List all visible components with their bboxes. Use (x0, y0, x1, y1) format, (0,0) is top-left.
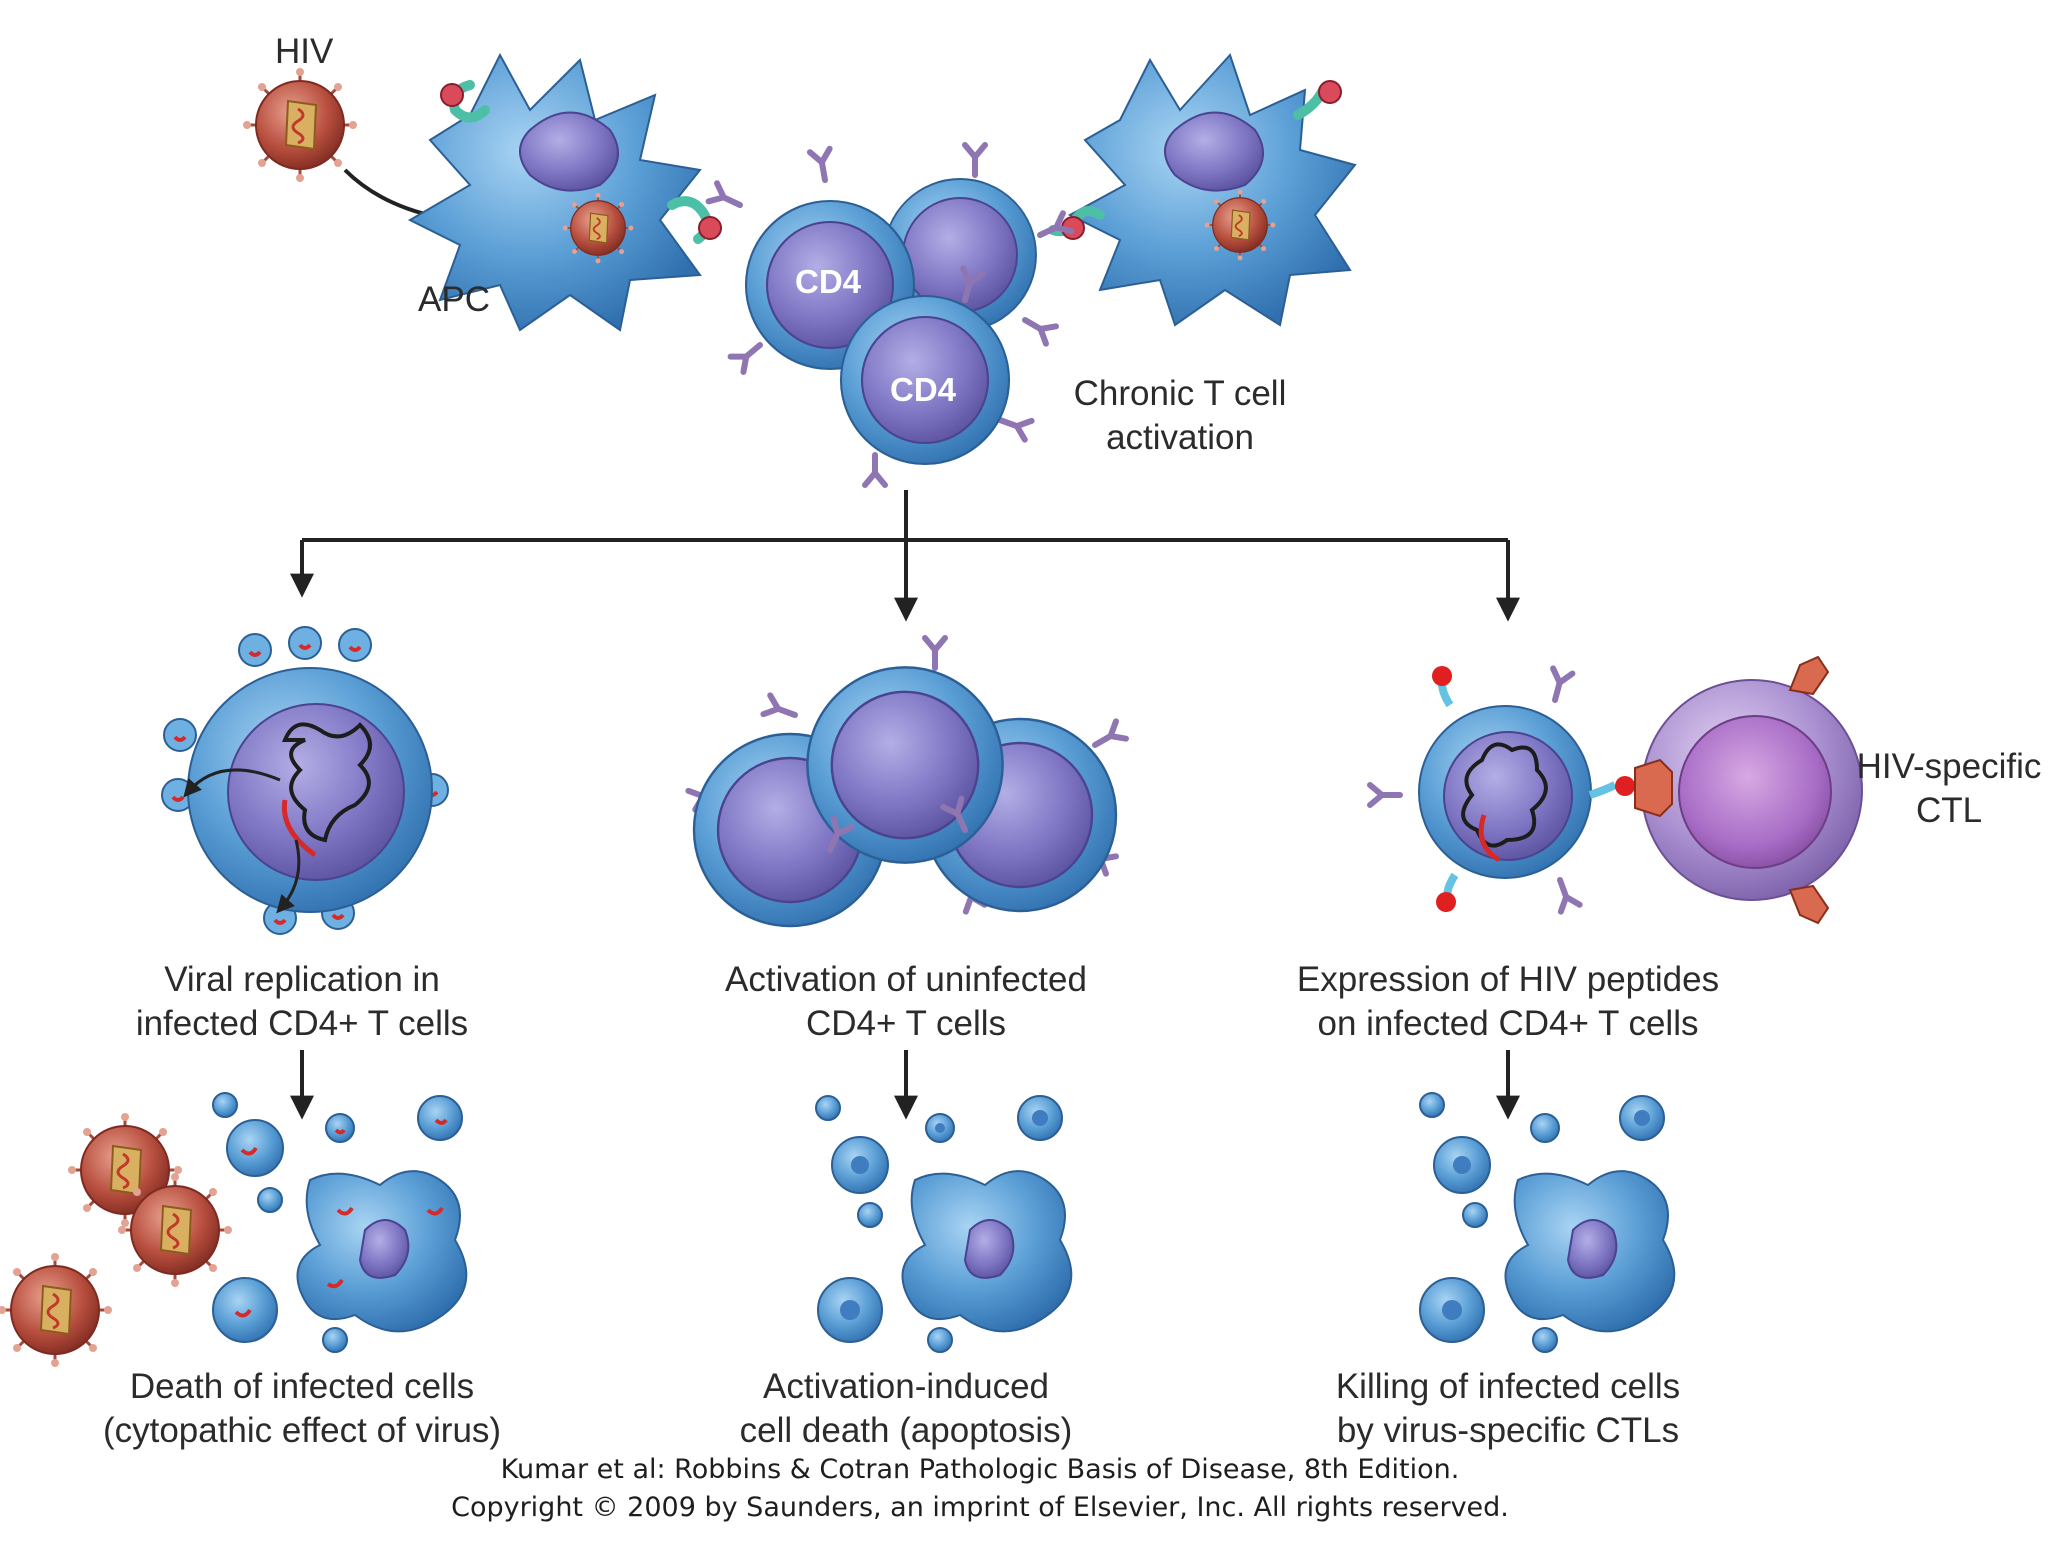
pathway-2-title-line2: CD4+ T cells (805, 1004, 1007, 1043)
pathway-3-outcome-line1: Killing of infected cells (1335, 1367, 1681, 1406)
pathway-3-outcome-line2: by virus-specific CTLs (1336, 1411, 1680, 1450)
pathway-1-title-line2: infected CD4+ T cells (135, 1004, 469, 1043)
infected-cell-with-ctl-icon (1370, 655, 1863, 925)
apc-left-cell-icon (407, 52, 722, 332)
pathway-1-outcome: Death of infected cells (cytopathic effe… (72, 1365, 532, 1453)
apoptosis-death-icon (815, 1095, 1073, 1353)
pathway-2-outcome: Activation-induced cell death (apoptosis… (696, 1365, 1116, 1453)
pathway-2-title: Activation of uninfected CD4+ T cells (676, 958, 1136, 1046)
hiv-label: HIV (275, 32, 334, 71)
pathway-2-title-line1: Activation of uninfected (725, 960, 1087, 999)
pathway-1-outcome-line2: (cytopathic effect of virus) (102, 1411, 502, 1450)
chronic-activation-line1: Chronic T cell (1073, 374, 1287, 413)
apc-right-cell-icon (1048, 53, 1357, 327)
hiv-specific-ctl-label: HIV-specific CTL (1850, 745, 2048, 833)
cd4-label-bottom: CD4 (890, 371, 957, 408)
pathway-3-outcome: Killing of infected cells by virus-speci… (1298, 1365, 1718, 1453)
pathway-3-title-line2: on infected CD4+ T cells (1317, 1004, 1699, 1043)
activated-uninfected-cd4-cells-icon (688, 638, 1126, 928)
pathway-1-title-line1: Viral replication in (164, 960, 440, 999)
cytopathic-death-icon (0, 1092, 468, 1369)
pathway-3-title-line1: Expression of HIV peptides (1296, 960, 1720, 999)
ctl-killing-icon (1419, 1092, 1676, 1353)
credit-line-1: Kumar et al: Robbins & Cotran Pathologic… (500, 1454, 1460, 1485)
pathway-1-outcome-line1: Death of infected cells (129, 1367, 475, 1406)
outcome-arrows (290, 1050, 1520, 1120)
chronic-activation-line2: activation (1106, 418, 1254, 457)
chronic-activation-label: Chronic T cell activation (1060, 372, 1300, 460)
apc-label: APC (418, 280, 490, 319)
ctl-label-line2: CTL (1915, 791, 1983, 830)
ctl-label-line1: HIV-specific (1856, 747, 2042, 786)
pathway-2-outcome-line2: cell death (apoptosis) (739, 1411, 1073, 1450)
pathway-3-title: Expression of HIV peptides on infected C… (1258, 958, 1758, 1046)
hiv-virion-icon (241, 66, 359, 184)
cd4-label-left: CD4 (795, 263, 862, 300)
infected-cd4-cell-icon (161, 626, 449, 935)
cd4-cluster-icon (709, 145, 1072, 485)
credit-line-2: Copyright © 2009 by Saunders, an imprint… (451, 1492, 1509, 1523)
branch-connector (290, 490, 1520, 622)
pathway-2-outcome-line1: Activation-induced (763, 1367, 1049, 1406)
pathway-1-title: Viral replication in infected CD4+ T cel… (92, 958, 512, 1046)
